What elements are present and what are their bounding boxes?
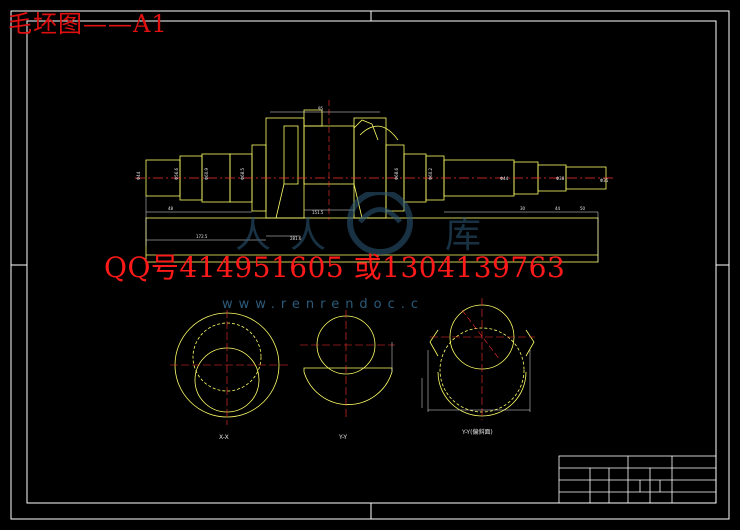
watermark-logo: 人 人 库 [235, 192, 481, 256]
main-dimensions: 95 48 172.5 151.5 281.6 30 44 50 Φ44 Φ56… [136, 106, 609, 262]
svg-text:30: 30 [520, 206, 526, 211]
svg-text:Φ44: Φ44 [500, 176, 509, 181]
svg-text:Φ68.5: Φ68.5 [240, 167, 245, 180]
svg-text:151.5: 151.5 [312, 210, 324, 215]
drawing-title: 毛坯图——A1 [8, 10, 168, 38]
section-x-x [170, 310, 290, 425]
svg-text:Φ35: Φ35 [600, 178, 609, 183]
svg-text:48: 48 [168, 206, 174, 211]
svg-text:Φ68.6: Φ68.6 [394, 167, 399, 180]
svg-text:95: 95 [318, 106, 324, 111]
section-y-y [300, 310, 395, 420]
section-label-y-y: Y-Y [339, 434, 348, 441]
svg-text:44: 44 [555, 206, 561, 211]
section-label-y-y-skew: Y-Y(偏斜面) [462, 429, 493, 436]
svg-text:50: 50 [580, 206, 586, 211]
contact-watermark: QQ号414951605 或1304139763 [104, 251, 566, 284]
centering-marks [11, 11, 729, 519]
svg-text:库: 库 [445, 215, 481, 256]
svg-text:人: 人 [290, 215, 326, 256]
svg-text:人: 人 [235, 215, 271, 256]
section-y-y-skew [421, 298, 535, 420]
title-block [558, 455, 717, 504]
section-label-x-x: X-X [219, 434, 229, 441]
svg-text:172.5: 172.5 [196, 234, 208, 239]
svg-text:Φ60.9: Φ60.9 [204, 167, 209, 180]
svg-text:Φ60.2: Φ60.2 [428, 167, 433, 180]
svg-text:Φ38: Φ38 [556, 176, 565, 181]
svg-text:Φ56.6: Φ56.6 [174, 167, 179, 180]
website-watermark: www.renrendoc.c [222, 297, 425, 312]
svg-text:Φ44: Φ44 [136, 171, 141, 180]
svg-text:281.6: 281.6 [290, 236, 302, 241]
